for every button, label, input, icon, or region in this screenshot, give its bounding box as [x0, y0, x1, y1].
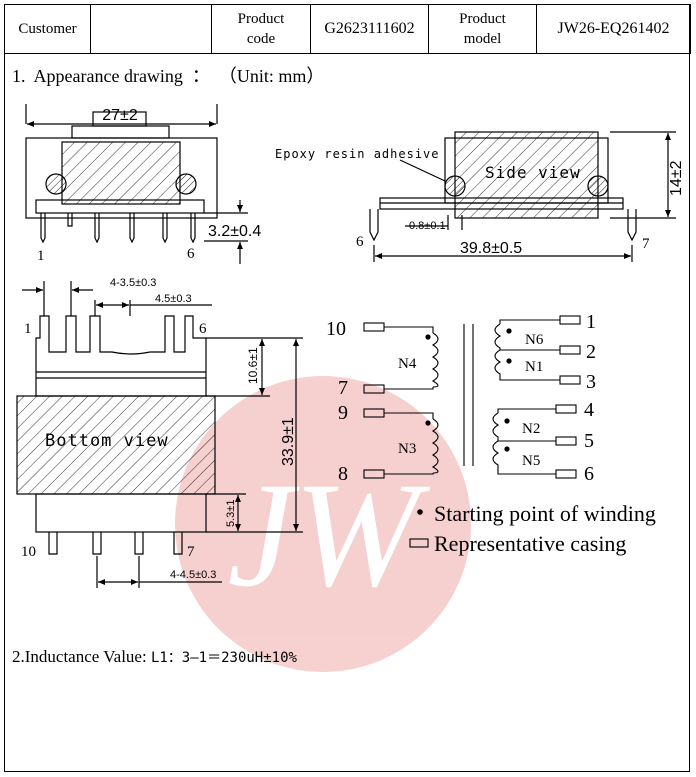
winding-n4: N4 — [398, 356, 417, 372]
legend-casing: Representative casing — [434, 531, 626, 556]
sch-pin-6: 6 — [584, 463, 594, 485]
front-view-pins — [40, 213, 196, 244]
sch-pin-10: 10 — [326, 318, 346, 340]
watermark-text: JW — [227, 452, 431, 618]
sch-pin-3: 3 — [586, 371, 596, 393]
inductance-title: 2.Inductance Value: — [12, 647, 151, 666]
pitch-inner-dim: 4.5±0.3 — [155, 293, 192, 305]
dim-5-3: 5.3±1 — [225, 500, 237, 527]
bottom-pin-10-label: 10 — [21, 544, 36, 560]
winding-n5: N5 — [522, 453, 540, 469]
side-pin-dia-dim: 0.8±0.1 — [409, 220, 446, 232]
bottom-view — [16, 281, 303, 588]
side-pin-7-label: 7 — [642, 236, 650, 252]
sch-pin-8: 8 — [338, 463, 348, 485]
epoxy-adhesive-label: Epoxy resin adhesive — [275, 147, 440, 161]
customer-value — [90, 4, 212, 54]
watermark-logo: JW — [175, 376, 471, 672]
front-pin-6-label: 6 — [187, 246, 195, 262]
sch-pin-2: 2 — [586, 341, 596, 363]
sch-pin-5: 5 — [584, 430, 594, 452]
product-code-label-line-2: code — [246, 31, 276, 47]
customer-label: Customer — [4, 4, 91, 54]
section-1-title: 1. Appearance drawing ： （Unit: mm） — [12, 66, 325, 86]
winding-n2: N2 — [522, 421, 540, 437]
pitch-top-dim: 4-3.5±0.3 — [110, 277, 156, 289]
front-view — [25, 104, 248, 264]
watermark-circle — [175, 376, 471, 672]
product-model-label-line-2: model — [463, 31, 502, 47]
bottom-view-label: Bottom view — [45, 431, 169, 451]
front-pin-height-dim: 3.2±0.4 — [208, 223, 261, 240]
casing-rect-icon — [409, 538, 429, 548]
sch-pin-9: 9 — [338, 402, 348, 424]
winding-n3: N3 — [398, 441, 416, 457]
product-model-label: Product model — [428, 4, 537, 54]
product-model-value: JW26-EQ261402 — [536, 4, 691, 54]
front-width-dim: 27±2 — [102, 107, 138, 124]
bottom-pin-1-label: 1 — [24, 321, 32, 337]
winding-start-dots — [425, 328, 512, 452]
side-height-dim: 14±2 — [668, 160, 685, 196]
product-code-value: G2623111602 — [310, 4, 429, 54]
start-point-dot-icon — [417, 509, 423, 515]
bottom-pin-6-label: 6 — [199, 321, 207, 337]
sch-pin-1: 1 — [586, 311, 596, 333]
product-code-label-line-1: Product — [237, 11, 285, 27]
winding-schematic — [363, 315, 581, 479]
dim-33-9: 33.9±1 — [280, 417, 297, 466]
winding-n1: N1 — [525, 359, 543, 375]
dim-10-6: 10.6±1 — [246, 347, 260, 384]
side-view-label: Side view — [485, 163, 581, 182]
pitch-bottom-dim: 4-4.5±0.3 — [170, 569, 216, 581]
section-2-inductance: 2.Inductance Value: L1：3—1＝230uH±10% — [12, 647, 297, 667]
side-length-dim: 39.8±0.5 — [460, 240, 522, 257]
legend-start-point: Starting point of winding — [434, 501, 656, 526]
sch-pin-4: 4 — [584, 399, 594, 421]
inductance-value: L1：3—1＝230uH±10% — [150, 650, 297, 666]
header-table: Customer Product code G2623111602 Produc… — [4, 4, 691, 54]
sch-pin-7: 7 — [338, 377, 348, 399]
front-pin-1-label: 1 — [37, 248, 45, 264]
side-view — [369, 131, 676, 262]
bottom-pin-7-label: 7 — [187, 544, 195, 560]
product-model-label-line-1: Product — [459, 11, 506, 27]
winding-n6: N6 — [525, 332, 544, 348]
product-code-label: Product code — [211, 4, 311, 54]
side-pin-6-label: 6 — [356, 234, 364, 250]
